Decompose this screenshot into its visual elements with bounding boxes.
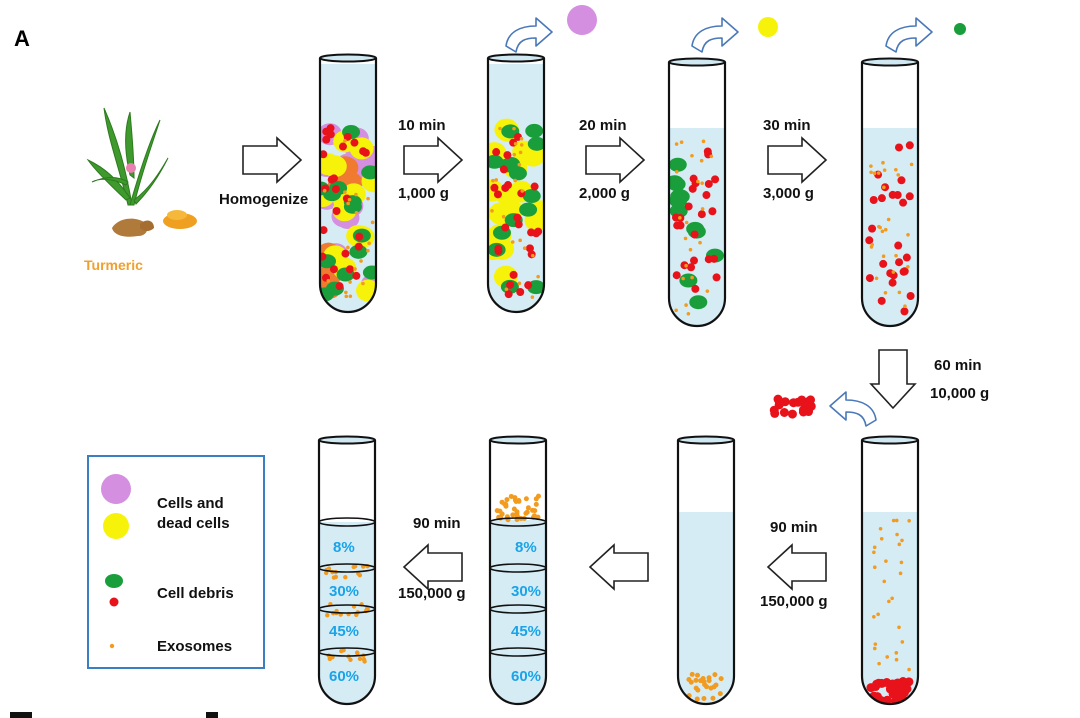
tube-150000g — [676, 435, 736, 706]
arrow-layer — [242, 17, 933, 591]
grad1-30: 30% — [329, 583, 359, 600]
removed-red-pellet — [769, 394, 816, 419]
grad1-60: 60% — [329, 668, 359, 685]
next-panel-cutoff — [10, 712, 32, 718]
arrow-step7 — [402, 543, 463, 591]
arrow-step6 — [588, 543, 649, 591]
removed-green-circle — [954, 23, 966, 35]
legend-debris-red-swatch — [109, 597, 119, 607]
panel-label: A — [14, 26, 30, 51]
curved-arrow-4 — [829, 391, 877, 427]
turmeric-plant-icon — [86, 107, 197, 237]
gradient-interface — [318, 604, 376, 614]
step3-time: 30 min — [763, 117, 811, 134]
gradient-interface — [318, 517, 376, 527]
legend-cells-line1: Cells and — [157, 495, 224, 512]
arrow-step2 — [585, 136, 646, 184]
grad1-8: 8% — [333, 539, 355, 556]
removed-cells-circle — [567, 5, 597, 35]
step4-force: 10,000 g — [930, 385, 989, 402]
tube-homogenate — [318, 53, 378, 314]
legend-debris-label: Cell debris — [157, 585, 234, 602]
curved-arrow-1 — [505, 17, 553, 53]
legend-cells-line2: dead cells — [157, 515, 230, 532]
gradient-interface — [489, 517, 547, 527]
step6-time: 90 min — [413, 515, 461, 532]
arrow-step4 — [869, 349, 917, 410]
step2-force: 2,000 g — [579, 185, 630, 202]
legend: Cells and dead cells Cell debris Exosome… — [87, 455, 265, 669]
next-panel-cutoff-2 — [206, 712, 218, 718]
gradient-interface — [489, 647, 547, 657]
curved-arrow-3 — [885, 17, 933, 53]
step1-time: 10 min — [398, 117, 446, 134]
step5-time: 90 min — [770, 519, 818, 536]
arrow-step1 — [403, 136, 464, 184]
grad2-60: 60% — [511, 668, 541, 685]
gradient-interface — [489, 604, 547, 614]
grad1-45: 45% — [329, 623, 359, 640]
tube-layer — [317, 53, 920, 706]
tube-10000g — [860, 435, 920, 706]
legend-exosome-label: Exosomes — [157, 638, 232, 655]
grad2-8: 8% — [515, 539, 537, 556]
step6-force: 150,000 g — [398, 585, 466, 602]
tube-3000g — [860, 57, 920, 328]
gradient-interface — [318, 563, 376, 573]
removed-yellow-circle — [758, 17, 778, 37]
step4-time: 60 min — [934, 357, 982, 374]
arrow-step3 — [767, 136, 828, 184]
tube-gradient-separated — [317, 435, 377, 706]
homogenize-label: Homogenize — [219, 191, 308, 208]
arrow-step5 — [766, 543, 827, 591]
step2-time: 20 min — [579, 117, 627, 134]
turmeric-label: Turmeric — [84, 257, 143, 273]
tube-1000g — [486, 53, 546, 314]
curved-arrow-2 — [691, 17, 739, 53]
gradient-interface — [318, 647, 376, 657]
gradient-interface — [489, 563, 547, 573]
tube-2000g — [667, 57, 727, 328]
legend-cells-purple-swatch — [101, 474, 131, 504]
grad2-45: 45% — [511, 623, 541, 640]
step1-force: 1,000 g — [398, 185, 449, 202]
arrow-homogenize — [242, 136, 303, 184]
grad2-30: 30% — [511, 583, 541, 600]
legend-debris-green-swatch — [105, 574, 123, 588]
step3-force: 3,000 g — [763, 185, 814, 202]
legend-exosome-swatch — [109, 643, 115, 649]
legend-cells-yellow-swatch — [103, 513, 129, 539]
step5-force: 150,000 g — [760, 593, 828, 610]
